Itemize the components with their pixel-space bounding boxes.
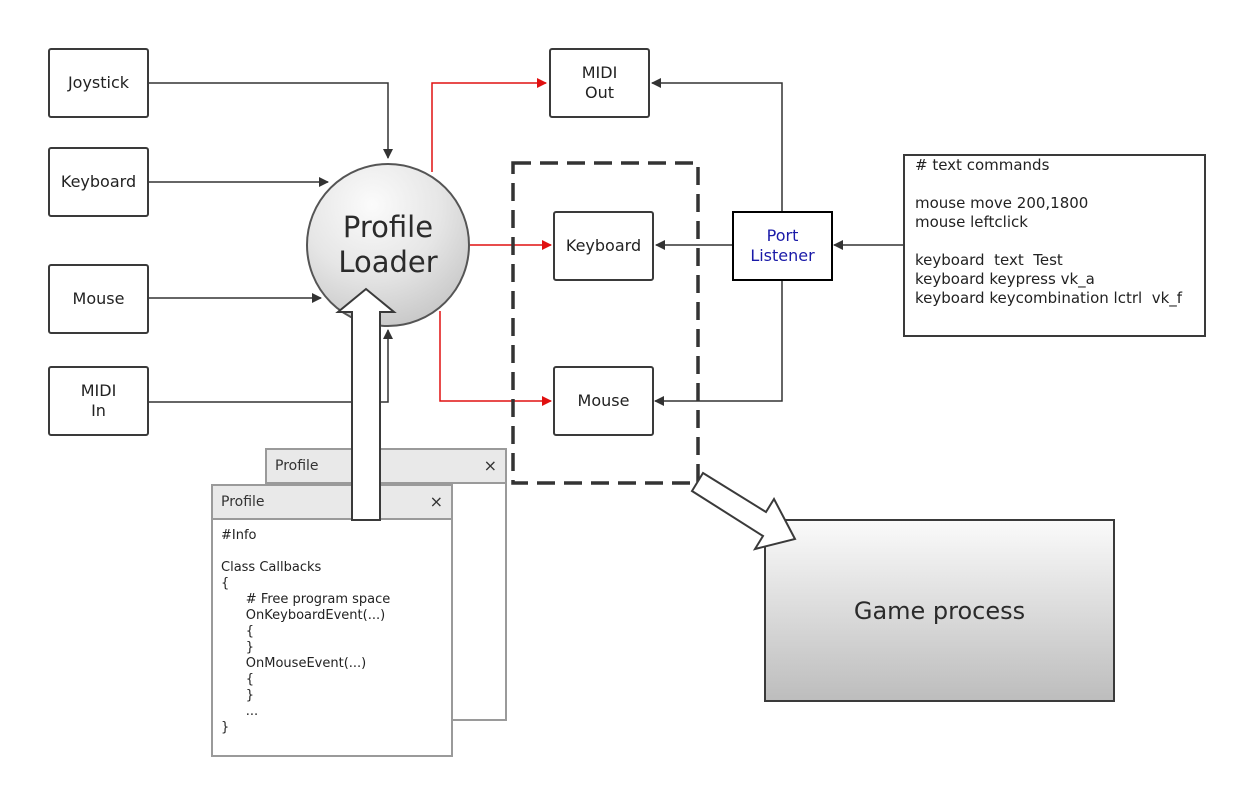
keyboard-input-label: Keyboard	[60, 172, 137, 191]
game-process-label: Game process	[853, 596, 1026, 625]
code-line: #Info	[221, 528, 257, 543]
arrow-loader-to-midi-out	[431, 78, 547, 172]
profile-loader-label: Profile Loader	[338, 210, 438, 279]
command-line: keyboard keypress vk_a	[915, 270, 1095, 288]
command-line	[915, 175, 1194, 194]
joystick-label: Joystick	[67, 73, 130, 92]
profile-window-front: Profile × #Info Class Callbacks { # Free…	[211, 484, 453, 757]
arrow-loader-to-virtual-mouse	[439, 311, 552, 406]
virtual-mouse-label: Mouse	[577, 391, 630, 410]
virtual-keyboard-label: Keyboard	[565, 236, 642, 255]
code-line: # Free program space	[221, 592, 391, 607]
command-line	[915, 232, 1194, 251]
virtual-device-group	[511, 161, 700, 485]
code-line: ...	[221, 704, 259, 719]
arrow-joystick-to-loader	[148, 82, 393, 159]
profile-loader-node: Profile Loader	[306, 163, 470, 327]
profile-window-front-title: Profile	[221, 494, 265, 510]
port-listener-label: Port Listener	[750, 226, 815, 265]
code-line: Class Callbacks	[221, 560, 322, 575]
arrow-port-to-virtual-mouse	[654, 281, 783, 406]
close-icon[interactable]: ×	[429, 492, 443, 511]
keyboard-input-box: Keyboard	[48, 147, 149, 217]
code-line: {	[221, 624, 255, 639]
command-line: mouse move 200,1800	[915, 194, 1089, 212]
midi-out-box: MIDI Out	[549, 48, 650, 118]
command-line: keyboard keycombination lctrl vk_f	[915, 289, 1183, 307]
code-line: {	[221, 672, 255, 687]
code-line: {	[221, 576, 230, 591]
command-line: keyboard text Test	[915, 251, 1063, 269]
virtual-mouse-box: Mouse	[553, 366, 654, 436]
midi-in-label: MIDI In	[80, 381, 117, 420]
profile-window-back-titlebar: Profile ×	[267, 450, 505, 484]
code-line: }	[221, 688, 255, 703]
profile-window-back-title: Profile	[275, 458, 319, 474]
virtual-keyboard-box: Keyboard	[553, 211, 654, 281]
midi-in-box: MIDI In	[48, 366, 149, 436]
joystick-box: Joystick	[48, 48, 149, 118]
arrow-midi-in-to-loader	[148, 329, 393, 403]
code-line: OnKeyboardEvent(...)	[221, 608, 386, 623]
code-line: }	[221, 720, 230, 735]
mouse-input-label: Mouse	[72, 289, 125, 308]
code-line: }	[221, 640, 255, 655]
close-icon[interactable]: ×	[483, 456, 497, 475]
text-commands-panel: # text commands mouse move 200,1800 mous…	[903, 154, 1206, 337]
command-line: mouse leftclick	[915, 213, 1028, 231]
code-line	[221, 544, 443, 560]
code-line: OnMouseEvent(...)	[221, 656, 367, 671]
game-process-box: Game process	[764, 519, 1115, 702]
command-line: # text commands	[915, 156, 1050, 174]
midi-out-label: MIDI Out	[581, 63, 618, 102]
profile-code: #Info Class Callbacks { # Free program s…	[213, 520, 451, 744]
profile-window-front-titlebar: Profile ×	[213, 486, 451, 520]
port-listener-box: Port Listener	[732, 211, 833, 281]
mouse-input-box: Mouse	[48, 264, 149, 334]
arrow-port-to-midi-out	[651, 78, 783, 211]
